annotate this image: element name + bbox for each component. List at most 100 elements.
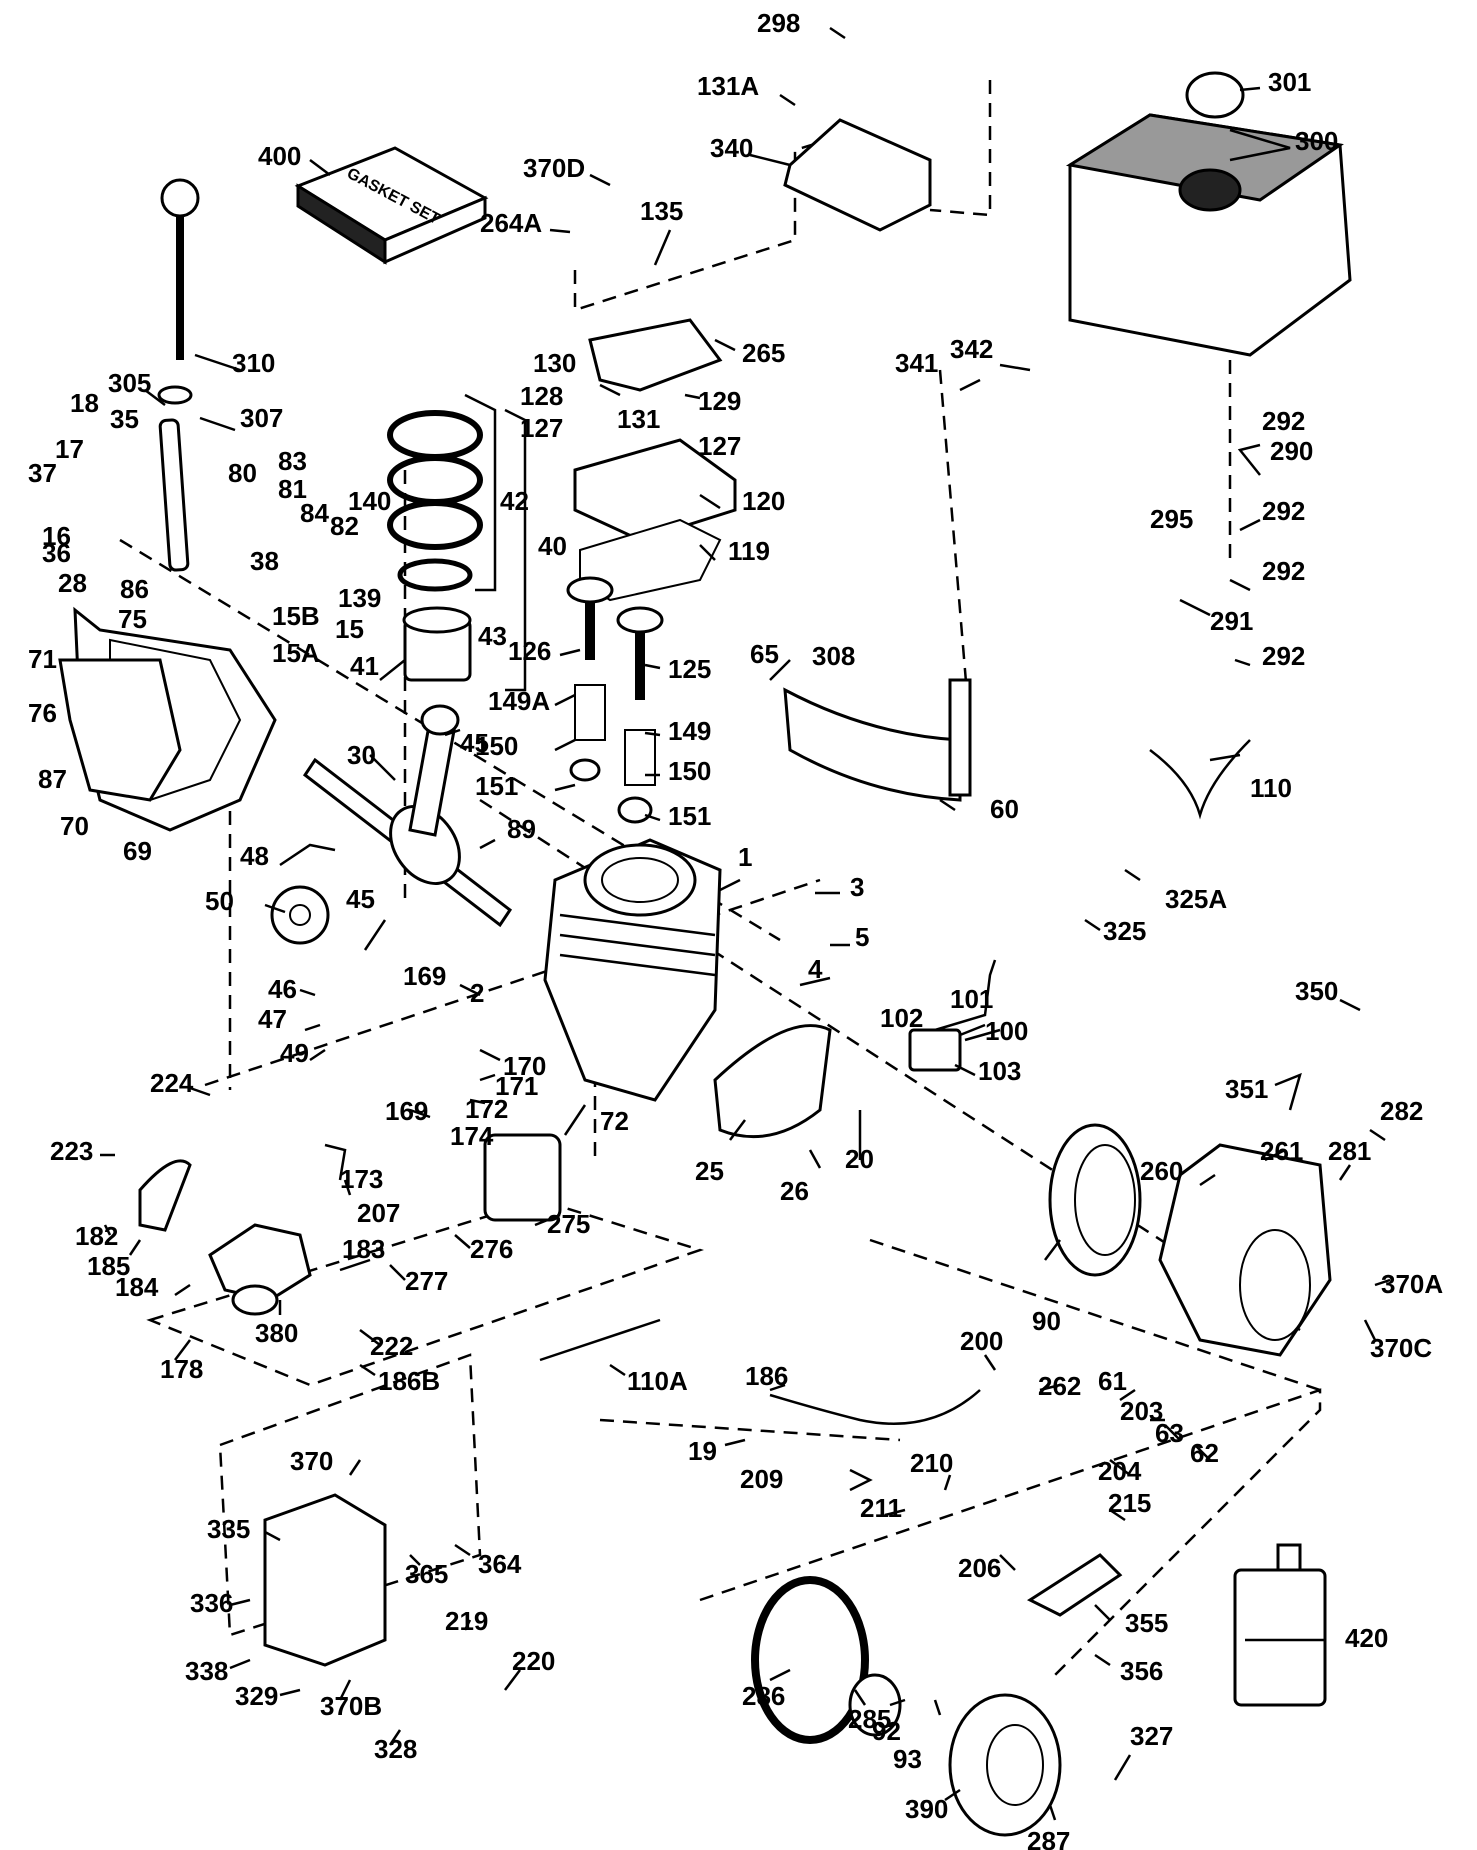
- callout-305: 305: [108, 368, 151, 398]
- callout-100: 100: [985, 1016, 1028, 1046]
- callout-42: 42: [500, 486, 529, 516]
- callout-174: 174: [450, 1121, 494, 1151]
- callout-45: 45: [460, 728, 489, 758]
- callout-204: 204: [1098, 1456, 1142, 1486]
- callout-215: 215: [1108, 1488, 1151, 1518]
- callout-281: 281: [1328, 1136, 1371, 1166]
- callout-19: 19: [688, 1436, 717, 1466]
- callout-307: 307: [240, 403, 283, 433]
- fuel-cap: [1185, 71, 1245, 119]
- muffler: [483, 1133, 562, 1222]
- callout-48: 48: [240, 841, 269, 871]
- callout-130: 130: [533, 348, 576, 378]
- callout-390: 390: [905, 1794, 948, 1824]
- callout-370c: 370C: [1370, 1333, 1432, 1363]
- callout-370a: 370A: [1381, 1269, 1443, 1299]
- callout-92: 92: [872, 1716, 901, 1746]
- callout-103: 103: [978, 1056, 1021, 1086]
- callout-262: 262: [1038, 1371, 1081, 1401]
- callout-140: 140: [348, 486, 391, 516]
- callout-63: 63: [1155, 1418, 1184, 1448]
- callout-5: 5: [855, 922, 869, 952]
- callout-185: 185: [87, 1251, 130, 1281]
- callout-186b: 186B: [378, 1366, 440, 1396]
- callout-364: 364: [478, 1549, 522, 1579]
- callout-17: 17: [55, 434, 84, 464]
- callout-20: 20: [845, 1144, 874, 1174]
- callout-206: 206: [958, 1553, 1001, 1583]
- callout-260: 260: [1140, 1156, 1183, 1186]
- callout-210: 210: [910, 1448, 953, 1478]
- callout-101: 101: [950, 984, 993, 1014]
- callout-207: 207: [357, 1198, 400, 1228]
- callout-49: 49: [280, 1038, 309, 1068]
- callout-329: 329: [235, 1681, 278, 1711]
- callout-127: 127: [520, 413, 563, 443]
- callout-282: 282: [1380, 1096, 1423, 1126]
- callout-351: 351: [1225, 1074, 1268, 1104]
- callout-86: 86: [120, 574, 149, 604]
- callout-38: 38: [250, 546, 279, 576]
- callout-25: 25: [695, 1156, 724, 1186]
- callout-26: 26: [780, 1176, 809, 1206]
- callout-46: 46: [268, 974, 297, 1004]
- callout-47: 47: [258, 1004, 287, 1034]
- callout-335: 335: [207, 1514, 250, 1544]
- callout-355: 355: [1125, 1608, 1168, 1638]
- callout-131: 131: [617, 404, 660, 434]
- callout-119: 119: [728, 536, 770, 566]
- callout-184: 184: [115, 1272, 159, 1302]
- callout-87: 87: [38, 764, 67, 794]
- callout-40: 40: [538, 531, 567, 561]
- callout-370d: 370D: [523, 153, 585, 183]
- callout-43: 43: [478, 621, 507, 651]
- callout-261: 261: [1260, 1136, 1303, 1166]
- callout-400: 400: [258, 141, 301, 171]
- callout-286: 286: [742, 1681, 785, 1711]
- callout-224: 224: [150, 1068, 194, 1098]
- callout-41: 41: [350, 651, 379, 681]
- callout-69: 69: [123, 836, 152, 866]
- callout-131a: 131A: [697, 71, 759, 101]
- callout-277: 277: [405, 1266, 448, 1296]
- callout-149: 149: [668, 716, 711, 746]
- callout-70: 70: [60, 811, 89, 841]
- callout-211: 211: [860, 1493, 902, 1523]
- callout-150: 150: [668, 756, 711, 786]
- callout-341: 341: [895, 348, 938, 378]
- callout-83: 83: [278, 446, 307, 476]
- gasket-set-box: GASKET SET: [294, 146, 489, 265]
- callout-325: 325: [1103, 916, 1146, 946]
- callout-222: 222: [370, 1331, 413, 1361]
- parts: GASKET SET: [58, 71, 1352, 1837]
- callout-151: 151: [475, 771, 518, 801]
- callout-290: 290: [1270, 436, 1313, 466]
- callout-170: 170: [503, 1051, 546, 1081]
- callout-183: 183: [342, 1234, 385, 1264]
- callout-203: 203: [1120, 1396, 1163, 1426]
- callout-420: 420: [1345, 1623, 1388, 1653]
- callout-151: 151: [668, 801, 711, 831]
- callout-292: 292: [1262, 641, 1305, 671]
- control-cover: [263, 1493, 387, 1667]
- leader-lines: [100, 26, 1391, 1821]
- callout-15b: 15B: [272, 601, 320, 631]
- callout-3: 3: [850, 872, 864, 902]
- bracket: [783, 118, 932, 232]
- callout-125: 125: [668, 654, 711, 684]
- callout-327: 327: [1130, 1721, 1173, 1751]
- callout-338: 338: [185, 1656, 228, 1686]
- callout-89: 89: [507, 814, 536, 844]
- callout-200: 200: [960, 1326, 1003, 1356]
- callout-81: 81: [278, 474, 307, 504]
- callout-350: 350: [1295, 976, 1338, 1006]
- callout-2: 2: [470, 978, 484, 1008]
- callout-292: 292: [1262, 496, 1305, 526]
- callout-110a: 110A: [627, 1366, 688, 1396]
- oil-bottle: [1233, 1568, 1327, 1707]
- callout-340: 340: [710, 133, 753, 163]
- callout-28: 28: [58, 568, 87, 598]
- blower-housing: [1158, 1143, 1332, 1357]
- dipstick-cap: [160, 178, 200, 218]
- callout-223: 223: [50, 1136, 93, 1166]
